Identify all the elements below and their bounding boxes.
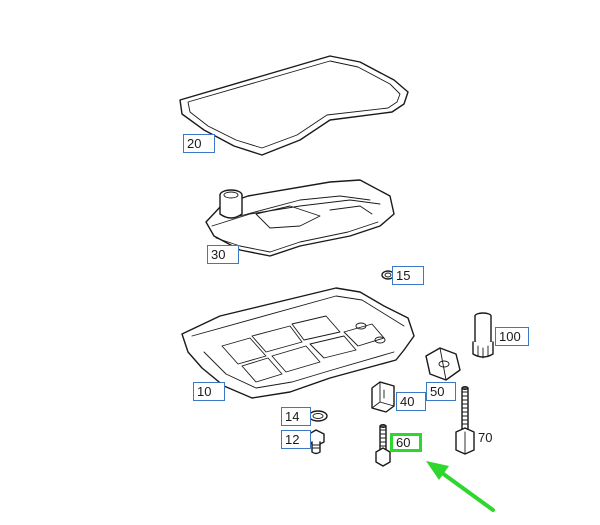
- sleeve-part: [472, 312, 494, 359]
- callout-10[interactable]: 10: [193, 382, 225, 401]
- callout-14[interactable]: 14: [281, 407, 311, 426]
- stud-part: [455, 386, 475, 455]
- oil-pan-part: [181, 287, 415, 399]
- callout-30[interactable]: 30: [207, 245, 239, 264]
- bolt-part: [375, 424, 391, 467]
- callout-15[interactable]: 15: [392, 266, 424, 285]
- callout-100[interactable]: 100: [495, 327, 529, 346]
- clip-part: [425, 347, 461, 381]
- callout-20[interactable]: 20: [183, 134, 215, 153]
- gasket-part: [179, 55, 409, 156]
- drain-plug-part: [308, 429, 325, 455]
- bracket-part: [371, 381, 395, 413]
- callout-40[interactable]: 40: [396, 392, 426, 411]
- filter-part: [205, 179, 395, 257]
- callout-50[interactable]: 50: [426, 382, 456, 401]
- callout-12[interactable]: 12: [281, 430, 311, 449]
- callout-70[interactable]: 70: [478, 430, 493, 445]
- callout-60-highlighted[interactable]: 60: [390, 433, 422, 452]
